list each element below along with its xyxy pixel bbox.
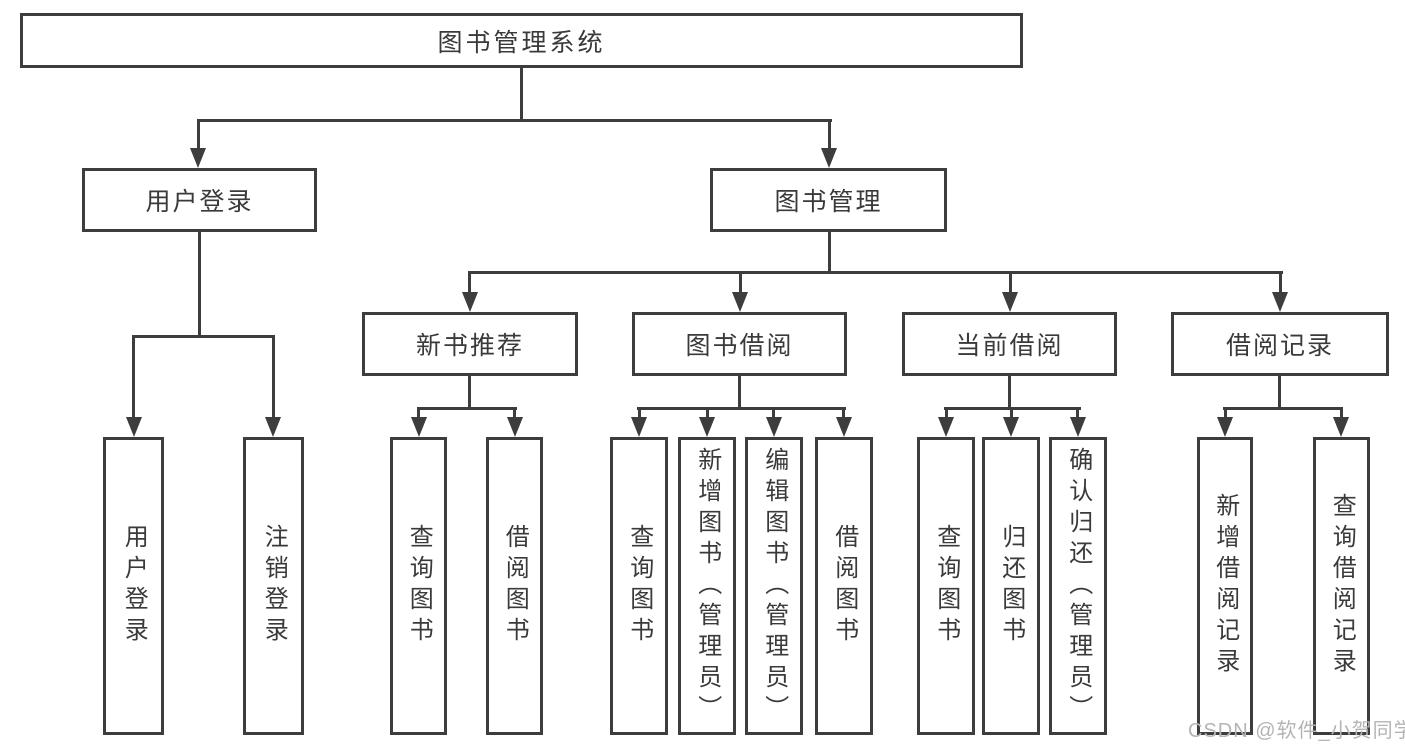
arrow-down-icon bbox=[766, 417, 782, 437]
node-root-library-system: 图书管理系统 bbox=[20, 13, 1023, 68]
connector-drop bbox=[1010, 407, 1013, 419]
leaf-borrow-books: 借阅图书 bbox=[486, 437, 543, 735]
arrow-down-icon bbox=[1003, 417, 1019, 437]
leaf-return-books: 归还图书 bbox=[982, 437, 1040, 735]
connector-drop bbox=[842, 407, 845, 419]
arrow-down-icon bbox=[1272, 292, 1288, 312]
leaf-query-borrow-record: 查询借阅记录 bbox=[1313, 437, 1370, 735]
node-new-book-recommend: 新书推荐 bbox=[362, 312, 578, 376]
connector-drop bbox=[1340, 407, 1343, 419]
arrow-down-icon bbox=[411, 417, 427, 437]
connector-level2-rail bbox=[197, 119, 832, 122]
arrow-down-icon bbox=[631, 417, 647, 437]
connector-level3-rail bbox=[468, 271, 1283, 274]
leaf-query-books: 查询图书 bbox=[390, 437, 447, 735]
connector-drop-book-borrow bbox=[739, 271, 742, 294]
connector-drop-current-borrow bbox=[1009, 271, 1012, 294]
leaf-add-books-admin: 新增图书（管理员） bbox=[678, 437, 736, 735]
connector-drop bbox=[706, 407, 709, 419]
connector-drop bbox=[638, 407, 641, 419]
arrow-down-icon bbox=[1333, 417, 1349, 437]
leaf-logout: 注销登录 bbox=[243, 437, 304, 735]
leaf-add-borrow-record: 新增借阅记录 bbox=[1197, 437, 1253, 735]
arrow-down-icon bbox=[126, 417, 142, 437]
connector-drop bbox=[772, 407, 775, 419]
connector-drop-book-mgmt bbox=[828, 119, 831, 150]
arrow-down-icon bbox=[836, 417, 852, 437]
connector-root-stem bbox=[520, 68, 523, 119]
connector-drop bbox=[417, 407, 420, 419]
arrow-down-icon bbox=[821, 148, 837, 168]
connector-borrow-records-rail bbox=[1223, 407, 1343, 410]
leaf-query-books: 查询图书 bbox=[610, 437, 668, 735]
csdn-watermark: CSDN @软件_小贺同学 bbox=[1188, 720, 1405, 742]
leaf-user-login: 用户登录 bbox=[103, 437, 164, 735]
node-book-management: 图书管理 bbox=[710, 168, 947, 232]
connector-drop-new-book bbox=[468, 271, 471, 294]
connector-drop-borrow-records bbox=[1279, 271, 1282, 294]
arrow-down-icon bbox=[732, 292, 748, 312]
arrow-down-icon bbox=[938, 417, 954, 437]
connector-book-mgmt-stem bbox=[828, 232, 831, 271]
connector-user-login-stem bbox=[198, 232, 201, 335]
connector-book-borrow-stem bbox=[738, 376, 741, 407]
node-borrowing-records: 借阅记录 bbox=[1171, 312, 1389, 376]
leaf-borrow-books: 借阅图书 bbox=[815, 437, 873, 735]
connector-new-book-rail bbox=[417, 407, 517, 410]
connector-borrow-records-stem bbox=[1278, 376, 1281, 407]
leaf-edit-books-admin: 编辑图书（管理员） bbox=[745, 437, 803, 735]
connector-drop bbox=[945, 407, 948, 419]
arrow-down-icon bbox=[1217, 417, 1233, 437]
node-user-login: 用户登录 bbox=[82, 168, 317, 232]
connector-drop bbox=[1224, 407, 1227, 419]
connector-user-login-rail bbox=[132, 335, 275, 338]
arrow-down-icon bbox=[1002, 292, 1018, 312]
arrow-down-icon bbox=[507, 417, 523, 437]
arrow-down-icon bbox=[699, 417, 715, 437]
leaf-confirm-return-admin: 确认归还（管理员） bbox=[1049, 437, 1107, 735]
arrow-down-icon bbox=[265, 417, 281, 437]
arrow-down-icon bbox=[190, 148, 206, 168]
leaf-query-books: 查询图书 bbox=[917, 437, 975, 735]
connector-new-book-stem bbox=[468, 376, 471, 407]
arrow-down-icon bbox=[462, 292, 478, 312]
connector-drop-logout-leaf bbox=[272, 335, 275, 419]
node-book-borrowing: 图书借阅 bbox=[632, 312, 847, 376]
connector-drop-login-leaf bbox=[132, 335, 135, 419]
connector-drop bbox=[1076, 407, 1079, 419]
connector-drop-user-login bbox=[197, 119, 200, 150]
connector-book-borrow-rail bbox=[637, 407, 846, 410]
connector-drop bbox=[513, 407, 516, 419]
node-current-borrowing: 当前借阅 bbox=[902, 312, 1117, 376]
connector-current-borrow-stem bbox=[1008, 376, 1011, 407]
arrow-down-icon bbox=[1070, 417, 1086, 437]
